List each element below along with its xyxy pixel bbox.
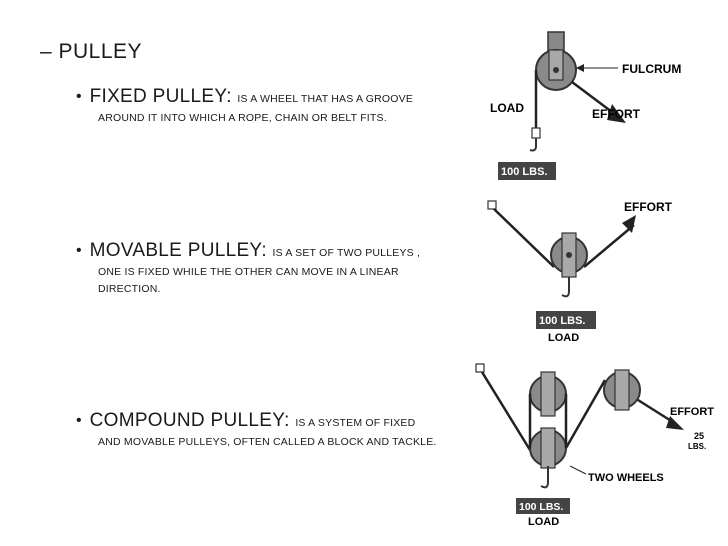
movable-pulley-figure: EFFORT 100 LBS. LOAD (487, 200, 673, 344)
fixed-block-3 (540, 371, 556, 417)
load-hook-2 (561, 277, 570, 298)
desc-rest-compound: AND MOVABLE PULLEYS, OFTEN CALLED A BLOC… (98, 436, 437, 448)
weight-box-2 (536, 311, 596, 329)
bullet-fixed-pulley: • FIXED PULLEY: IS A WHEEL THAT HAS A GR… (76, 86, 464, 127)
movable-axle (566, 252, 572, 258)
weight-label-3: 100 LBS. (519, 501, 563, 513)
desc-first-fixed: IS A WHEEL THAT HAS A GROOVE (237, 93, 414, 105)
term-fixed-pulley: FIXED PULLEY: (89, 86, 232, 107)
bullet-movable-pulley: • MOVABLE PULLEY: IS A SET OF TWO PULLEY… (76, 240, 464, 298)
effort-arrowhead-2 (622, 215, 636, 233)
section-heading: – PULLEY (40, 40, 143, 63)
hook-shackle (531, 127, 541, 139)
rope-left-3 (480, 371, 532, 451)
movable-block-3 (540, 427, 556, 469)
two-wheels-label: TWO WHEELS (588, 472, 664, 484)
pulley-block (548, 49, 564, 81)
bullet-line: MOVABLE PULLEY: IS A SET OF TWO PULLEYS … (84, 240, 464, 264)
force-unit: LBS. (688, 442, 706, 451)
rope-anchor (487, 200, 497, 210)
load-hook-3 (540, 466, 549, 489)
rope-left (493, 208, 555, 268)
bullet-line: FIXED PULLEY: IS A WHEEL THAT HAS A GROO… (84, 86, 464, 110)
load-hook (529, 138, 537, 152)
bullet-dot: • (76, 242, 82, 259)
effort-arrowhead-3 (666, 416, 684, 430)
fulcrum-label: FULCRUM (622, 62, 681, 76)
load-label-2: LOAD (548, 332, 579, 344)
weight-box-3 (516, 498, 570, 514)
weight-box-1 (498, 162, 556, 180)
bullet-dot: • (76, 88, 82, 105)
weight-label-2: 100 LBS. (539, 315, 585, 327)
fixed-pulley-figure: FULCRUM LOAD EFFORT 100 LBS. (490, 31, 681, 180)
desc-first-compound: IS A SYSTEM OF FIXED (295, 417, 416, 429)
weight-label-1: 100 LBS. (501, 166, 547, 178)
effort-label-2: EFFORT (624, 200, 673, 214)
rope-anchor-3 (475, 363, 485, 373)
term-compound-pulley: COMPOUND PULLEY: (89, 410, 290, 431)
bullet-compound-pulley: • COMPOUND PULLEY: IS A SYSTEM OF FIXED … (76, 410, 464, 451)
rope-right (583, 224, 635, 268)
desc-rest-movable: ONE IS FIXED WHILE THE OTHER CAN MOVE IN… (98, 266, 399, 295)
effort-arrowhead (607, 104, 626, 123)
third-block (614, 369, 630, 411)
bullet-dot: • (76, 412, 82, 429)
desc-rest-fixed: AROUND IT INTO WHICH A ROPE, CHAIN OR BE… (98, 112, 387, 124)
effort-label-1: EFFORT (592, 107, 641, 121)
fulcrum-arrowhead (576, 64, 584, 72)
rope-to-third (564, 379, 607, 449)
force-value: 25 (694, 431, 704, 441)
desc-first-movable: IS A SET OF TWO PULLEYS , (272, 247, 421, 259)
two-wheels-pointer (569, 465, 587, 475)
effort-label-3: EFFORT (670, 406, 714, 418)
bullet-line: COMPOUND PULLEY: IS A SYSTEM OF FIXED (84, 410, 464, 434)
load-label-1: LOAD (490, 101, 524, 115)
pulley-axle (553, 67, 559, 73)
compound-pulley-figure: EFFORT 25 LBS. TWO WHEELS 100 LBS. LOAD (475, 363, 714, 528)
term-movable-pulley: MOVABLE PULLEY: (89, 240, 267, 261)
load-label-3: LOAD (528, 516, 559, 528)
